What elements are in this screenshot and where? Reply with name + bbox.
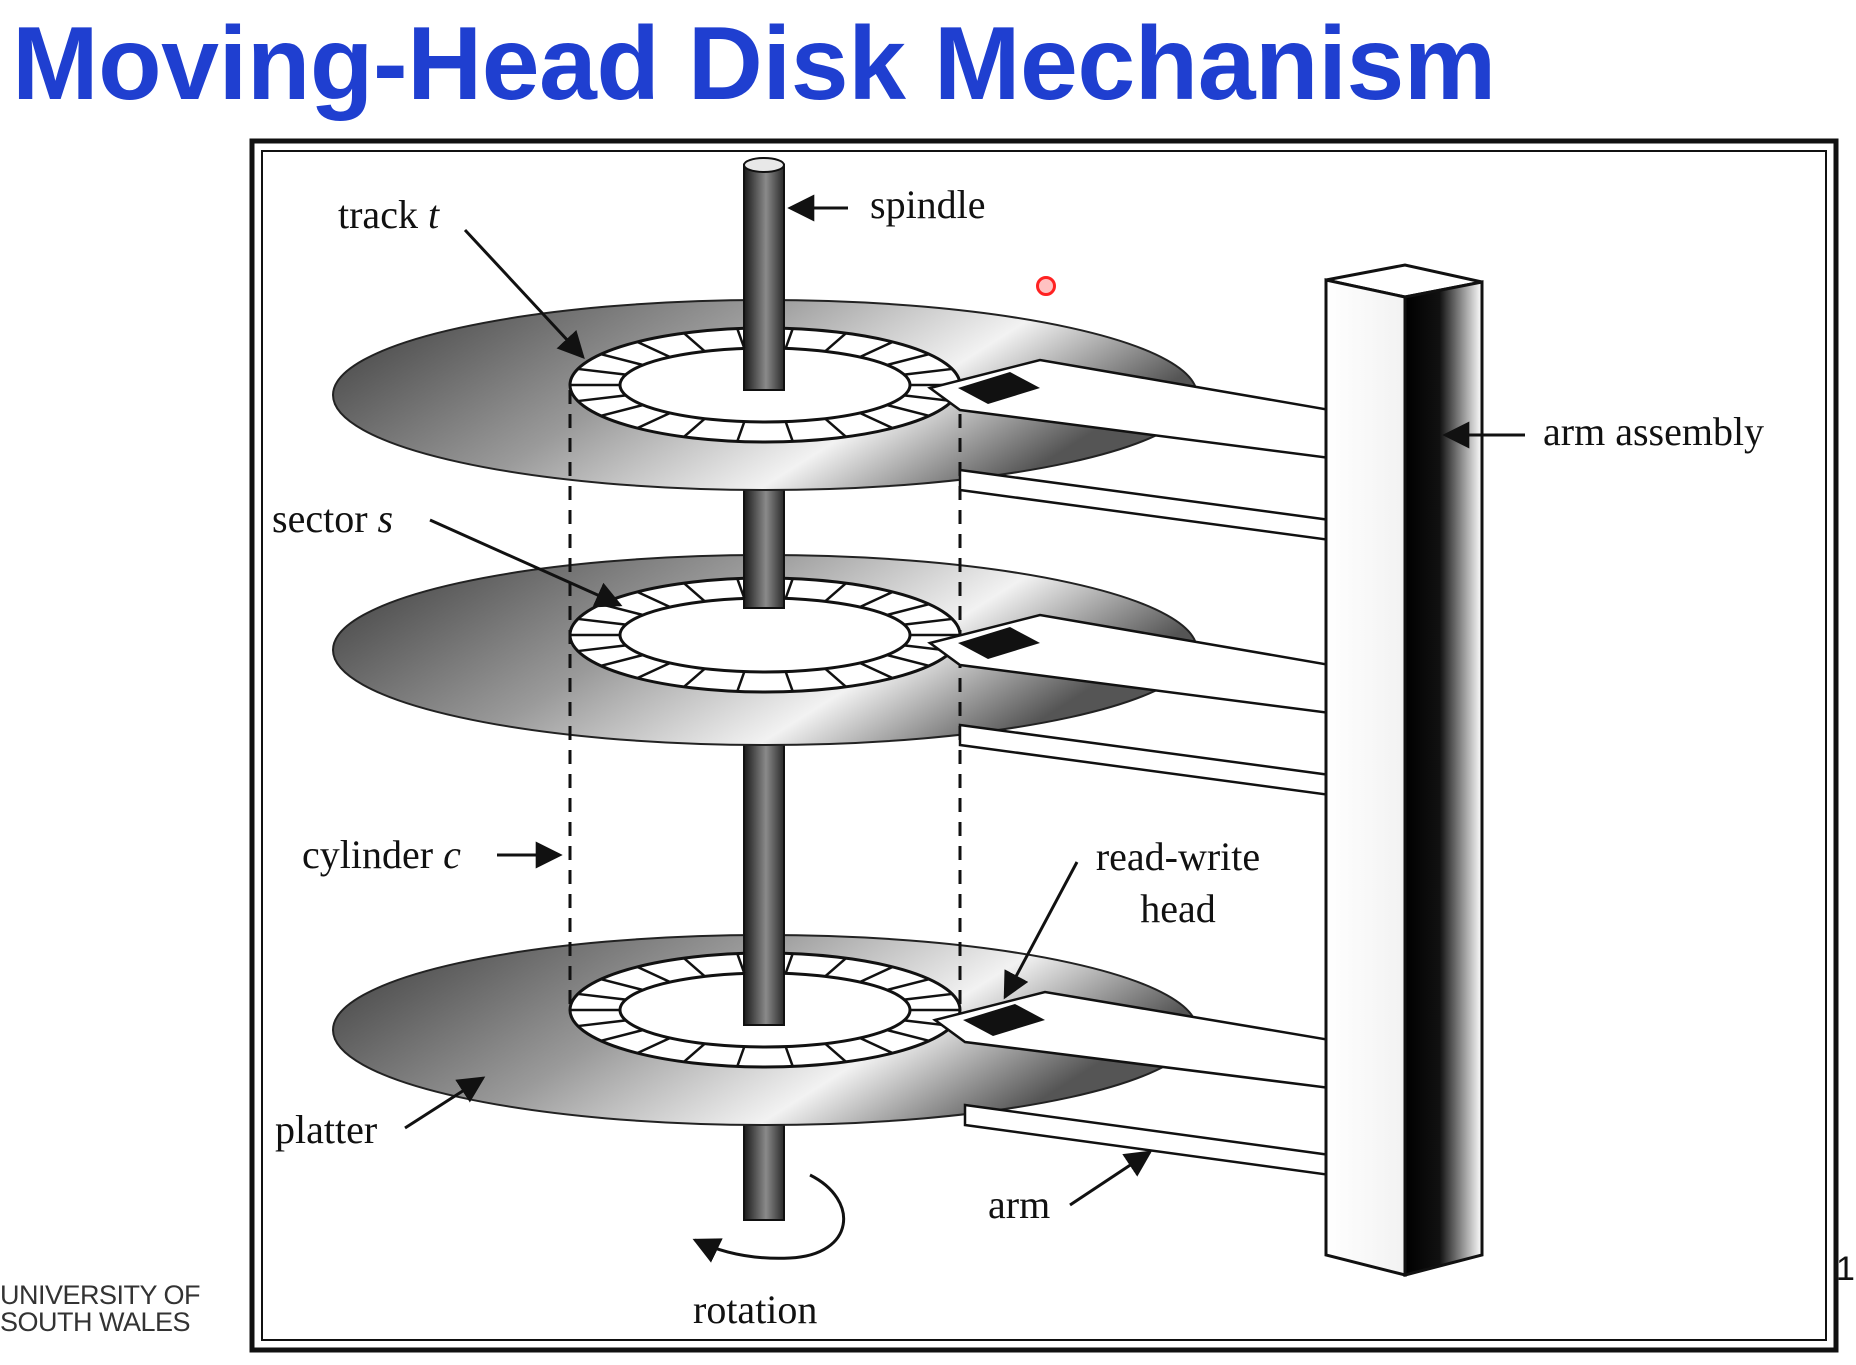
label-read-write: read-write: [1096, 834, 1260, 879]
label-sector-var: s: [378, 496, 394, 541]
label-track-text: track: [338, 192, 418, 237]
label-rotation: rotation: [693, 1287, 817, 1332]
label-cylinder-text: cylinder: [302, 832, 433, 877]
label-track-var: t: [428, 192, 440, 237]
label-spindle: spindle: [870, 182, 986, 227]
label-head: head: [1140, 886, 1216, 931]
label-arm-assembly: arm assembly: [1543, 409, 1764, 454]
logo-line-1: UNIVERSITY OF: [0, 1282, 200, 1309]
spindle-middle-upper: [744, 488, 784, 608]
logo-line-2: SOUTH WALES: [0, 1309, 200, 1336]
pointer-indicator: [1036, 276, 1056, 296]
label-cylinder-var: c: [443, 832, 461, 877]
label-sector-text: sector: [272, 496, 368, 541]
arm-assembly-column: [1326, 265, 1482, 1275]
spindle-cap: [744, 158, 784, 172]
label-cylinder: cylinder c: [302, 832, 461, 877]
page-number: 1: [1836, 1250, 1855, 1289]
university-logo: UNIVERSITY OF SOUTH WALES: [0, 1282, 200, 1336]
label-platter: platter: [275, 1107, 377, 1152]
label-sector: sector s: [272, 496, 393, 541]
spindle-middle-lower: [744, 735, 784, 1025]
label-arm: arm: [988, 1182, 1050, 1227]
spindle-bottom: [744, 1110, 784, 1220]
label-track: track t: [338, 192, 440, 237]
spindle-top: [744, 165, 784, 390]
